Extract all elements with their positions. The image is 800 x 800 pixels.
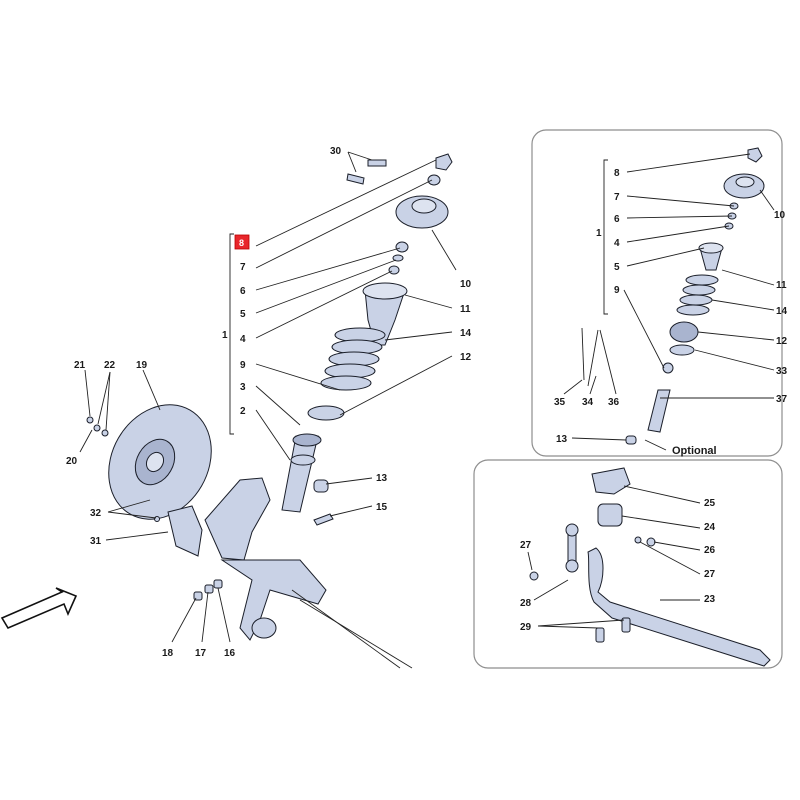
- opt-label-14: 14: [776, 306, 788, 317]
- opt-label-7: 7: [614, 192, 620, 203]
- leaders-main: [79, 151, 457, 643]
- label-13: 13: [376, 473, 388, 484]
- opt-label-13: 13: [556, 434, 568, 445]
- label-22: 22: [104, 360, 116, 371]
- leaders-optional: [563, 153, 775, 451]
- label-4: 4: [240, 334, 246, 345]
- stab-label-26: 26: [704, 545, 716, 556]
- bolt-29b: [621, 617, 631, 633]
- opt-label-33: 33: [776, 366, 788, 377]
- opt-label-37: 37: [776, 394, 788, 405]
- label-17: 17: [195, 648, 207, 659]
- stab-label-23: 23: [704, 594, 716, 605]
- label-19: 19: [136, 360, 148, 371]
- label-18: 18: [162, 648, 174, 659]
- tie-rod: [299, 599, 413, 669]
- label-1: 1: [222, 330, 228, 341]
- bolt-15: [313, 513, 334, 526]
- opt-label-36: 36: [608, 397, 620, 408]
- bracket-1-optional: [603, 159, 608, 315]
- washer-6: [395, 241, 409, 253]
- label-9: 9: [240, 360, 246, 371]
- label-31: 31: [90, 536, 102, 547]
- opt-label-10: 10: [774, 210, 786, 221]
- label-21: 21: [74, 360, 86, 371]
- opt-label-35: 35: [554, 397, 566, 408]
- stab-label-27b: 27: [704, 569, 716, 580]
- brake-disc-19: [108, 404, 212, 520]
- label-10: 10: [460, 279, 472, 290]
- nut-17: [204, 584, 214, 594]
- spring-seat-12: [307, 405, 345, 421]
- label-14: 14: [460, 328, 472, 339]
- top-nut-8: [435, 153, 453, 171]
- upright: [204, 477, 271, 561]
- bolt-30a: [367, 159, 387, 167]
- bushing-24: [597, 503, 623, 527]
- stab-label-28: 28: [520, 598, 532, 609]
- bushing-bracket-25: [591, 467, 631, 495]
- direction-arrow-icon: [0, 587, 78, 630]
- bolt-30b: [346, 173, 365, 185]
- stab-label-27a: 27: [520, 540, 532, 551]
- label-11: 11: [460, 304, 471, 315]
- stabilizer-bar-23: [587, 547, 771, 667]
- optional-panel-frame: [531, 129, 783, 457]
- label-6: 6: [240, 286, 246, 297]
- lower-arm: [220, 559, 327, 641]
- label-2: 2: [240, 406, 246, 417]
- stab-label-25: 25: [704, 498, 716, 509]
- opt-label-11: 11: [776, 280, 787, 291]
- opt-label-9: 9: [614, 285, 620, 296]
- label-5: 5: [240, 309, 246, 320]
- optional-panel: 1 8 7 6 4 5 9 10 11 14 12 33 37 35 34 36…: [531, 129, 788, 457]
- label-32: 32: [90, 508, 102, 519]
- brake-shield-31: [167, 505, 203, 557]
- bolt-29a: [595, 627, 605, 643]
- leaders-stabilizer: [527, 485, 701, 629]
- label-30: 30: [330, 146, 342, 157]
- stabilizer-panel-frame: [473, 459, 783, 669]
- label-16: 16: [224, 648, 236, 659]
- seat-12-opt: [669, 321, 699, 343]
- damper-body: [281, 435, 319, 513]
- optional-caption: Optional: [672, 445, 717, 457]
- stab-label-24: 24: [704, 522, 716, 533]
- label-3: 3: [240, 382, 246, 393]
- main-assembly: 8 1 7 6 5 4 9 3 2 10 11 14 12 13 15 30 2…: [0, 146, 472, 669]
- damper-37: [647, 389, 671, 433]
- bracket-1: [229, 233, 234, 435]
- opt-label-34: 34: [582, 397, 594, 408]
- opt-label-8: 8: [614, 168, 620, 179]
- label-7: 7: [240, 262, 246, 273]
- opt-label-6: 6: [614, 214, 620, 225]
- coil-spring-14: [320, 327, 386, 391]
- opt-label-5: 5: [614, 262, 620, 273]
- nut-16: [213, 579, 223, 589]
- opt-label-4: 4: [614, 238, 620, 249]
- label-20: 20: [66, 456, 78, 467]
- label-12: 12: [460, 352, 472, 363]
- stabilizer-panel: 25 24 26 27 23 27 28 29: [473, 459, 783, 669]
- highlight-part-8[interactable]: [234, 234, 250, 250]
- bumpstop-13: [313, 479, 329, 493]
- stab-label-29: 29: [520, 622, 532, 633]
- label-15: 15: [376, 502, 388, 513]
- opt-label-1: 1: [596, 228, 602, 239]
- label-8: 8: [239, 238, 244, 248]
- bumpstop-13-opt: [625, 435, 637, 445]
- opt-label-12: 12: [776, 336, 788, 347]
